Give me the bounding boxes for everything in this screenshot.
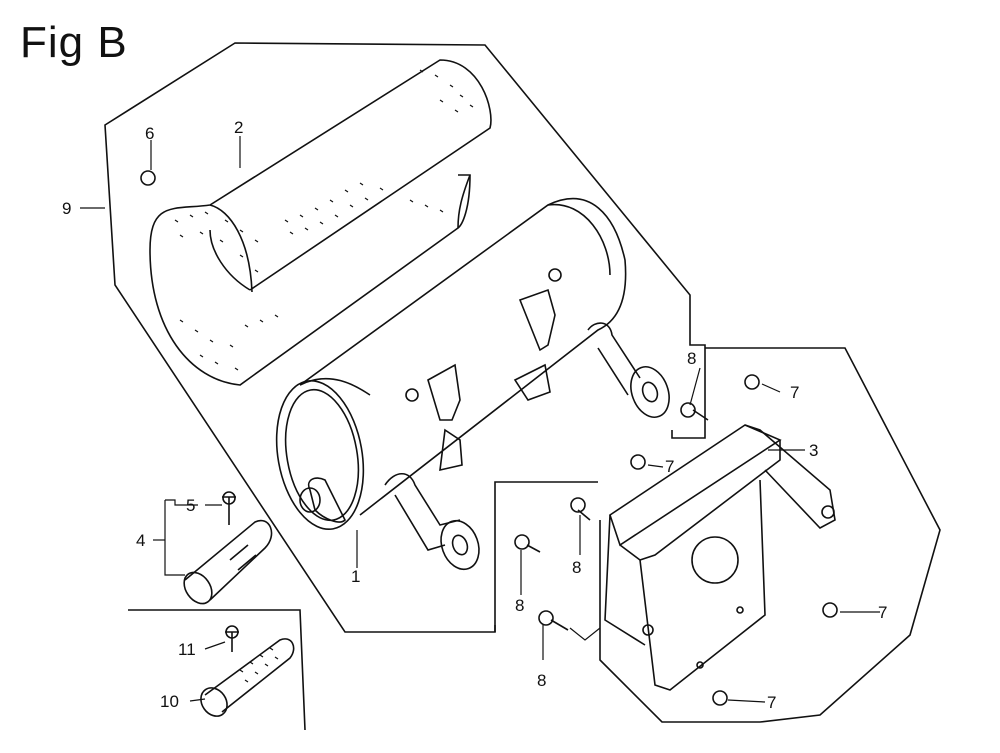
callout-8: 8 [537,671,546,690]
callout-8: 8 [572,558,581,577]
heat-shield [149,59,492,386]
callout-8: 8 [687,349,696,368]
callout-7: 7 [767,693,776,712]
callout-5: 5 [186,496,195,515]
bracket [604,424,836,691]
group-8-boundary [494,481,598,632]
callout-7: 7 [665,457,674,476]
callout-6: 6 [145,124,154,143]
leader-lines [80,136,880,703]
group-9-boundary [104,42,706,633]
callout-7: 7 [790,383,799,402]
callout-4: 4 [136,531,145,550]
callout-10: 10 [160,692,179,711]
callout-9: 9 [62,199,71,218]
group-3-boundary [599,347,941,723]
callout-8: 8 [515,596,524,615]
callout-11: 11 [178,640,196,659]
callout-2: 2 [234,118,243,137]
figure-title: Fig B [20,18,128,67]
callout-7: 7 [878,603,887,622]
fasteners [140,170,838,706]
group-10-boundary [128,609,306,731]
callout-3: 3 [809,441,818,460]
callout-1: 1 [351,567,360,586]
spark-arrester [200,638,295,717]
muffler [275,198,670,571]
tail-pipe [183,519,273,605]
